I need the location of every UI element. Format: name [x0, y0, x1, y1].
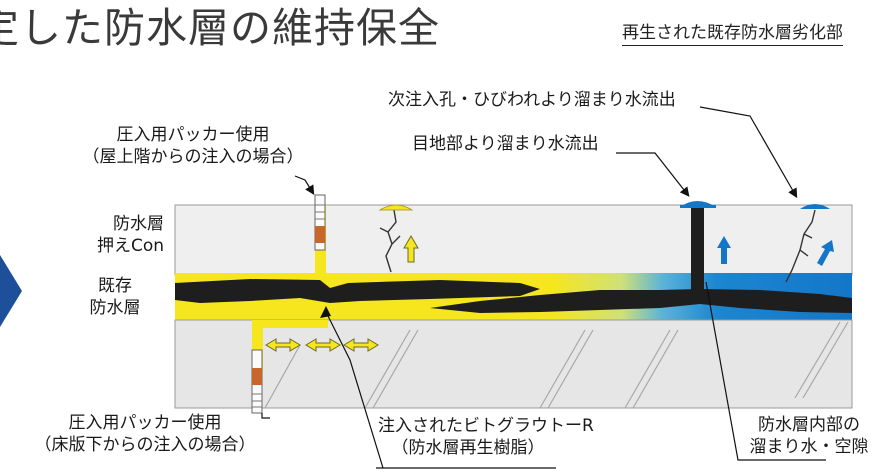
interior-water-label: 防水層内部の 溜まり水・空隙: [745, 414, 873, 458]
layer-existing-line1: 既存: [98, 276, 132, 296]
subtitle: 再生された既存防水層劣化部: [622, 18, 843, 46]
packer-top-label: 圧入用パッカー使用 （屋上階からの注入の場合）: [58, 124, 328, 168]
layer-existing-label: 既存 防水層: [80, 275, 150, 319]
layer-con-line1: 防水層: [113, 214, 164, 234]
top-packer-icon: [314, 194, 326, 251]
bottom-injection-channel: [252, 320, 263, 370]
up-arrow-blue-icon-2: [817, 240, 834, 266]
floor-slab: [174, 319, 853, 409]
joint-outflow-label: 目地部より溜まり水流出: [412, 134, 599, 154]
crack-left-cap: [378, 204, 414, 211]
crack-left: [379, 209, 401, 273]
injected-resin-label: 注入されたビトグラウトーR （防水層再生樹脂）: [378, 415, 594, 459]
protection-concrete: [174, 204, 853, 276]
crack-right-cap: [800, 204, 830, 209]
injected-line2: （防水層再生樹脂）: [391, 438, 545, 458]
bottom-spread-channel: [252, 320, 328, 328]
section-chevron-icon: [0, 255, 22, 327]
bottom-packer-icon: [251, 349, 263, 414]
packer-top-line2: （屋上階からの注入の場合）: [82, 147, 304, 167]
layer-con-line2: 押えCon: [96, 236, 164, 256]
interior-line1: 防水層内部の: [758, 415, 860, 435]
packer-bottom-line2: （床版下からの注入の場合）: [34, 435, 256, 455]
leader-lines: [261, 106, 826, 469]
packer-top-line1: 圧入用パッカー使用: [116, 125, 270, 145]
crack-right: [785, 209, 816, 283]
slab-hatch: [264, 321, 849, 409]
packer-bottom-label: 圧入用パッカー使用 （床版下からの注入の場合）: [0, 412, 290, 456]
interior-line2: 溜まり水・空隙: [749, 437, 869, 457]
layer-existing-line2: 防水層: [89, 298, 141, 318]
packer-bottom-line1: 圧入用パッカー使用: [68, 413, 222, 433]
void-left: [175, 279, 540, 303]
up-arrow-yellow-icon: [403, 235, 419, 263]
page-title: 定した防水層の維持保全: [0, 4, 440, 52]
joint-slot: [691, 203, 704, 293]
next-inject-label: 次注入孔・ひびわれより溜まり水流出: [388, 90, 676, 110]
injected-pointer-icon: [320, 306, 331, 318]
injected-line1: 注入されたビトグラウトーR: [378, 416, 594, 436]
up-arrow-blue-icon-1: [717, 236, 731, 264]
void-right: [430, 289, 852, 313]
joint-cap-line: [680, 205, 716, 208]
layer-con-label: 防水層 押えCon: [60, 213, 164, 257]
spread-arrows-icon: [265, 338, 379, 352]
